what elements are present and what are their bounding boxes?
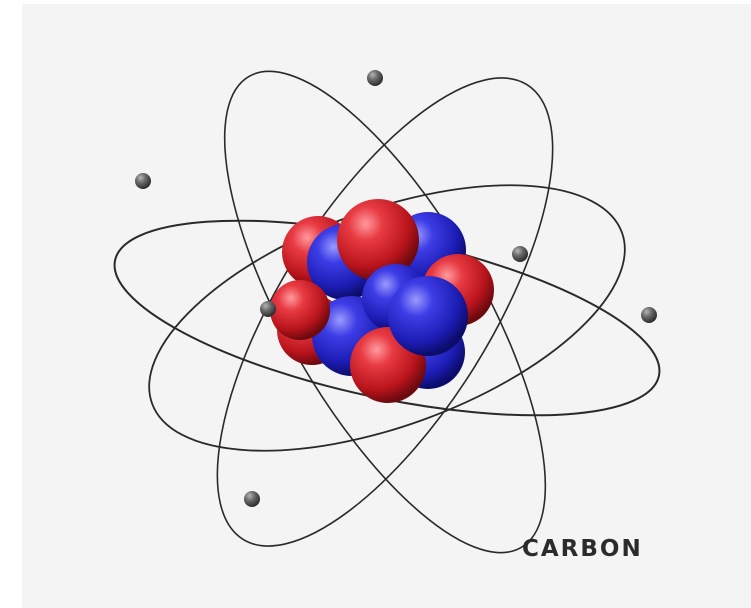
element-name-label: CARBON xyxy=(522,536,643,562)
electron-5 xyxy=(641,307,657,323)
neutron-sphere-6 xyxy=(388,276,468,356)
electron-1 xyxy=(367,70,383,86)
electron-3 xyxy=(512,246,528,262)
electron-4 xyxy=(260,301,276,317)
proton-sphere-5 xyxy=(270,280,330,340)
nucleus xyxy=(270,199,494,403)
electron-6 xyxy=(244,491,260,507)
electron-2 xyxy=(135,173,151,189)
